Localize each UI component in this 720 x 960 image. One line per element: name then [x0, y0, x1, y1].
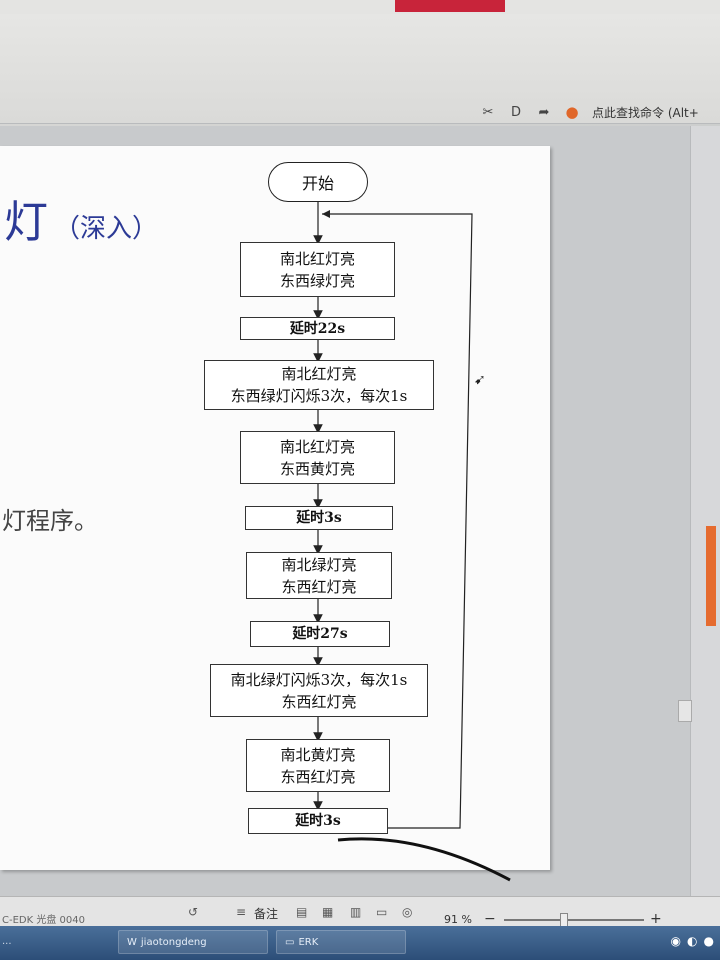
slide-title-sub: （深入）: [54, 214, 159, 244]
flowchart-step[interactable]: 南北红灯亮 东西绿灯闪烁3次，每次1s: [204, 360, 434, 410]
slideshow-icon[interactable]: ▭: [376, 905, 388, 919]
flowchart-step[interactable]: 延时3s: [248, 808, 388, 834]
flowchart-step[interactable]: 延时22s: [240, 317, 395, 340]
zoom-out-icon[interactable]: −: [484, 911, 496, 927]
flowchart-step[interactable]: 南北绿灯闪烁3次，每次1s 东西红灯亮: [210, 664, 428, 717]
sorter-view-icon[interactable]: ▦: [322, 905, 334, 919]
step-line: 南北红灯亮: [281, 365, 357, 383]
step-line: 南北红灯亮: [279, 437, 355, 456]
zoom-slider-knob[interactable]: [560, 913, 568, 927]
ribbon-toolbar: ✂ D ➦ ● 点此查找命令 (Alt+: [0, 14, 720, 124]
step-line: 延时3s: [295, 813, 341, 829]
step-line: 东西绿灯亮: [279, 271, 355, 290]
zoom-level[interactable]: 91 %: [444, 913, 472, 926]
vertical-scrollbar[interactable]: [690, 126, 720, 906]
pen-stroke-mark: [337, 837, 511, 882]
red-title-tab: [395, 0, 505, 12]
step-line: 东西红灯亮: [281, 692, 357, 711]
arrow-flag-icon[interactable]: ➦: [538, 104, 550, 120]
step-line: 延时3s: [296, 510, 342, 526]
word-app-icon: W: [127, 936, 137, 948]
step-line: 东西红灯亮: [280, 767, 356, 786]
loop-back-line: [322, 213, 473, 829]
tray-app-icon[interactable]: ●: [703, 934, 714, 948]
toolbar-quick-row: ✂ D ➦ ● 点此查找命令 (Alt+: [480, 102, 699, 122]
scroll-thumb[interactable]: [678, 700, 692, 722]
os-taskbar: ... W jiaotongdeng ▭ ERK ◉ ◐ ●: [0, 926, 720, 960]
volume-icon[interactable]: ◐: [687, 934, 698, 948]
network-icon[interactable]: ◉: [670, 934, 682, 948]
undo-icon[interactable]: ↺: [188, 905, 199, 919]
status-bar: C-EDK 光盘 0040 ↺ ≡ 备注 ▤ ▦ ▥ ▭ ◎ 91 % − +: [0, 896, 720, 927]
step-line: 南北红灯亮: [279, 249, 355, 268]
taskbar-item-label: jiaotongdeng: [140, 936, 207, 948]
toolbar-letter-icon[interactable]: D: [510, 104, 521, 120]
zoom-slider-track[interactable]: [504, 919, 644, 921]
flowchart-step[interactable]: 南北红灯亮 东西黄灯亮: [240, 431, 395, 484]
step-line: 东西红灯亮: [281, 577, 357, 596]
folder-icon: ▭: [285, 936, 295, 948]
normal-view-icon[interactable]: ▤: [296, 905, 308, 919]
flowchart-step[interactable]: 南北黄灯亮 东西红灯亮: [246, 739, 390, 792]
step-line: 延时22s: [289, 320, 346, 337]
flowchart-step[interactable]: 延时3s: [245, 506, 393, 530]
flowchart-start-label: 开始: [301, 174, 334, 193]
system-tray: ◉ ◐ ●: [671, 934, 714, 948]
zoom-in-icon[interactable]: +: [650, 911, 662, 927]
format-painter-icon[interactable]: ✂: [482, 104, 494, 120]
step-line: 南北绿灯亮: [281, 555, 357, 574]
slide-body-text: 灯程序。: [2, 507, 98, 535]
status-left-text: C-EDK 光盘 0040: [2, 915, 85, 926]
mouse-cursor-icon: ➹: [474, 372, 486, 388]
step-line: 延时27s: [292, 626, 348, 642]
flowchart-step[interactable]: 南北绿灯亮 东西红灯亮: [246, 552, 392, 599]
taskbar-item-folder[interactable]: ▭ ERK: [276, 930, 406, 954]
flowchart-step[interactable]: 延时27s: [250, 621, 390, 647]
location-pin-icon: ●: [565, 103, 579, 121]
reading-view-icon[interactable]: ▥: [350, 905, 362, 919]
flowchart-step[interactable]: 南北红灯亮 东西绿灯亮: [240, 242, 395, 297]
step-line: 东西绿灯闪烁3次，每次1s: [230, 387, 408, 405]
notes-icon[interactable]: ≡: [236, 905, 247, 919]
orange-side-tab[interactable]: [706, 526, 716, 626]
flowchart-start[interactable]: 开始: [268, 162, 368, 202]
step-line: 南北绿灯闪烁3次，每次1s: [230, 670, 408, 689]
fit-window-icon[interactable]: ◎: [402, 905, 413, 919]
notes-button[interactable]: 备注: [254, 907, 279, 921]
slide-title-char: 灯: [4, 197, 48, 248]
find-command-box[interactable]: 点此查找命令 (Alt+: [592, 105, 699, 120]
step-line: 南北黄灯亮: [280, 745, 356, 764]
step-line: 东西黄灯亮: [279, 459, 355, 478]
taskbar-item-label: ERK: [298, 936, 319, 948]
window-top-edge: [0, 0, 720, 14]
taskbar-item-document[interactable]: W jiaotongdeng: [118, 930, 268, 954]
taskbar-left-text: ...: [2, 936, 12, 947]
slide-title: 灯（深入）: [4, 186, 158, 250]
